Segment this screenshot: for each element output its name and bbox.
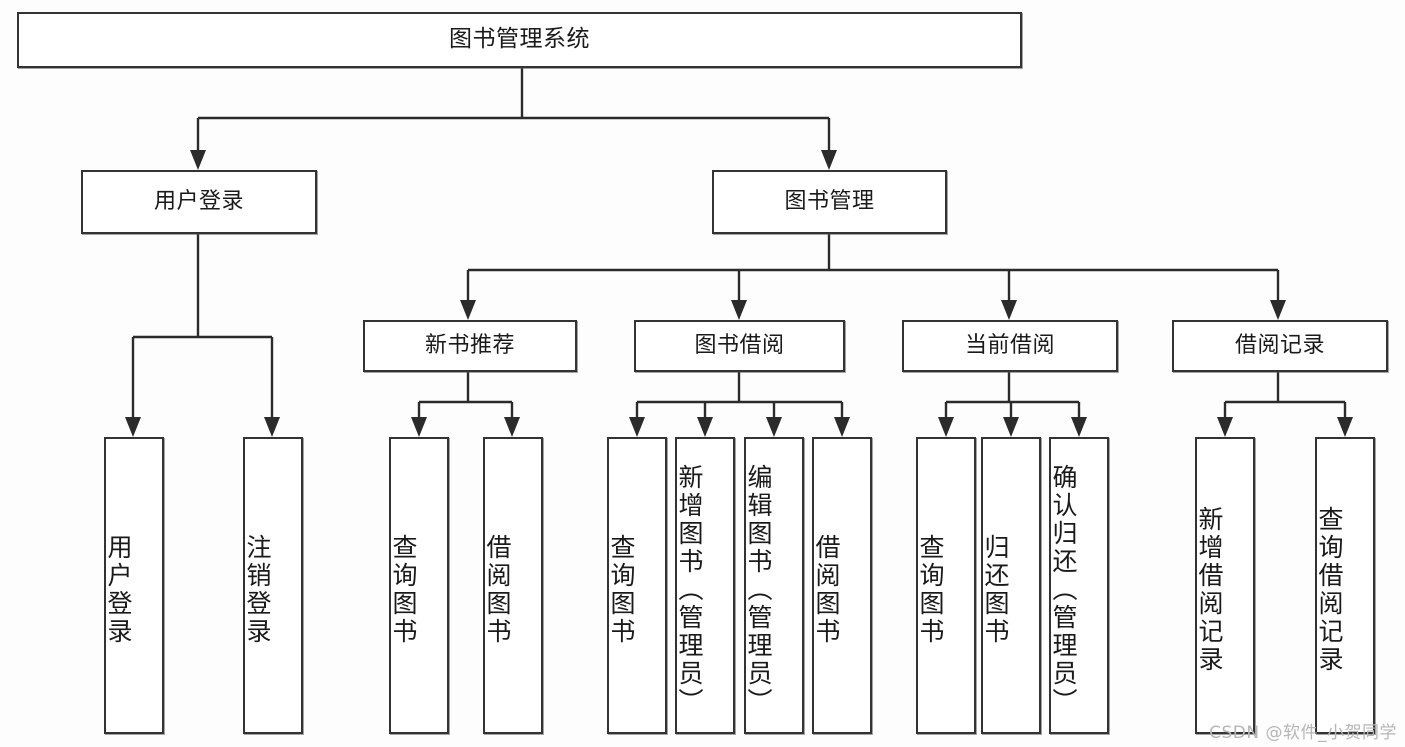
node-label: 图书管理系统 <box>449 26 590 53</box>
node-label: 新增图书（管理员） <box>675 463 704 716</box>
arrow-borrow-leaf-3 <box>766 417 782 437</box>
arrow-current-leaf-1 <box>938 417 954 437</box>
arrow-userlogin-leaf-1 <box>125 417 141 437</box>
arrow-root-to-user-login <box>190 150 206 170</box>
node-label: 用户登录 <box>104 533 133 646</box>
node-book-management[interactable]: 图书管理 <box>712 170 947 234</box>
node-label: 新书推荐 <box>424 333 515 359</box>
node-label: 确认归还（管理员） <box>1049 463 1078 716</box>
arrow-bookmgmt-to-current <box>1001 300 1017 320</box>
node-label: 查询图书 <box>389 533 418 646</box>
arrow-bookmgmt-to-record <box>1270 300 1286 320</box>
arrow-borrow-leaf-4 <box>834 417 850 437</box>
node-label: 借阅图书 <box>483 533 512 646</box>
arrow-newbook-leaf-1 <box>411 417 427 437</box>
watermark: CSDN @软件_小贺同学 <box>1209 723 1397 743</box>
node-label: 用户登录 <box>153 189 244 215</box>
node-label: 注销登录 <box>243 533 272 646</box>
node-label: 查询借阅记录 <box>1315 505 1344 674</box>
leaf-confirm-return-admin[interactable]: 确认归还（管理员） <box>1049 437 1109 734</box>
arrow-record-leaf-1 <box>1217 417 1233 437</box>
arrow-userlogin-leaf-2 <box>264 417 280 437</box>
node-new-book-recommend[interactable]: 新书推荐 <box>363 320 577 372</box>
node-label: 查询图书 <box>607 533 636 646</box>
node-label: 借阅图书 <box>812 533 841 646</box>
leaf-return-book[interactable]: 归还图书 <box>981 437 1041 734</box>
node-label: 查询图书 <box>916 533 945 646</box>
node-label: 图书管理 <box>784 189 875 215</box>
leaf-query-book-borrow[interactable]: 查询图书 <box>607 437 667 734</box>
node-borrow-record[interactable]: 借阅记录 <box>1172 320 1388 372</box>
leaf-add-borrow-record[interactable]: 新增借阅记录 <box>1195 437 1255 734</box>
node-book-borrow[interactable]: 图书借阅 <box>634 320 845 372</box>
leaf-borrow-book-recommend[interactable]: 借阅图书 <box>483 437 543 734</box>
leaf-borrow-book[interactable]: 借阅图书 <box>812 437 872 734</box>
leaf-add-book-admin[interactable]: 新增图书（管理员） <box>675 437 735 734</box>
arrow-borrow-leaf-2 <box>697 417 713 437</box>
arrow-newbook-leaf-2 <box>504 417 520 437</box>
node-current-borrow[interactable]: 当前借阅 <box>902 320 1118 372</box>
arrow-current-leaf-2 <box>1003 417 1019 437</box>
node-label: 图书借阅 <box>694 333 785 359</box>
arrow-bookmgmt-to-borrow <box>731 300 747 320</box>
node-label: 编辑图书（管理员） <box>744 463 773 716</box>
node-label: 新增借阅记录 <box>1195 505 1224 674</box>
arrow-record-leaf-2 <box>1337 417 1353 437</box>
node-user-login[interactable]: 用户登录 <box>81 170 317 234</box>
node-label: 归还图书 <box>981 533 1010 646</box>
leaf-query-borrow-record[interactable]: 查询借阅记录 <box>1315 437 1375 734</box>
node-label: 当前借阅 <box>964 333 1055 359</box>
arrow-current-leaf-3 <box>1071 417 1087 437</box>
node-label: 借阅记录 <box>1234 333 1325 359</box>
leaf-edit-book-admin[interactable]: 编辑图书（管理员） <box>744 437 804 734</box>
arrow-borrow-leaf-1 <box>629 417 645 437</box>
leaf-query-book-current[interactable]: 查询图书 <box>916 437 976 734</box>
leaf-user-login[interactable]: 用户登录 <box>104 437 164 734</box>
arrow-root-to-book-mgmt <box>821 150 837 170</box>
arrow-bookmgmt-to-newbook <box>460 300 476 320</box>
node-root-book-management-system[interactable]: 图书管理系统 <box>17 12 1022 68</box>
leaf-logout-login[interactable]: 注销登录 <box>243 437 303 734</box>
leaf-query-book-recommend[interactable]: 查询图书 <box>389 437 449 734</box>
